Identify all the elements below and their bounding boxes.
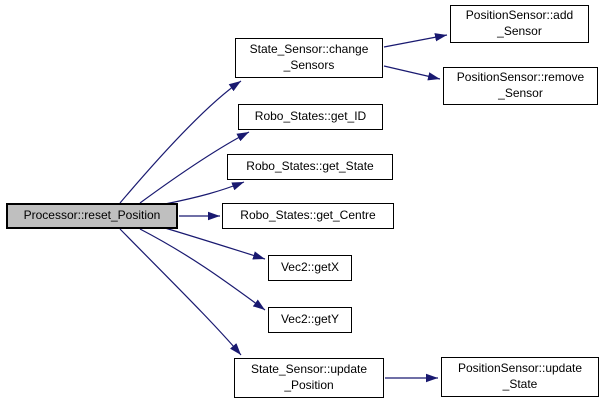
edge-reset-position-to-getx <box>164 227 266 260</box>
edge-reset-position-to-get-state <box>164 181 245 205</box>
node-processor-reset-position: Processor::reset_Position <box>6 203 178 229</box>
edge-reset-position-to-get-id <box>139 131 250 204</box>
node-positionsensor-add-sensor[interactable]: PositionSensor::add _Sensor <box>450 5 589 43</box>
edge-reset-position-to-update-position <box>119 228 242 356</box>
edge-reset-position-to-gety <box>139 228 266 311</box>
node-state-sensor-change-sensors[interactable]: State_Sensor::change _Sensors <box>235 38 383 78</box>
node-positionsensor-remove-sensor[interactable]: PositionSensor::remove _Sensor <box>443 67 598 105</box>
node-state-sensor-update-position[interactable]: State_Sensor::update _Position <box>234 358 384 398</box>
node-robo-states-get-state[interactable]: Robo_States::get_State <box>227 154 393 180</box>
node-robo-states-get-id[interactable]: Robo_States::get_ID <box>238 104 383 130</box>
node-vec2-getx[interactable]: Vec2::getX <box>268 255 352 281</box>
edge-change-sensors-to-add-sensor <box>383 33 448 48</box>
node-positionsensor-update-state[interactable]: PositionSensor::update _State <box>441 357 599 397</box>
node-vec2-gety[interactable]: Vec2::getY <box>268 307 352 333</box>
node-robo-states-get-centre[interactable]: Robo_States::get_Centre <box>222 203 394 229</box>
edge-reset-position-to-change-sensors <box>119 80 242 204</box>
edge-change-sensors-to-remove-sensor <box>383 65 441 81</box>
